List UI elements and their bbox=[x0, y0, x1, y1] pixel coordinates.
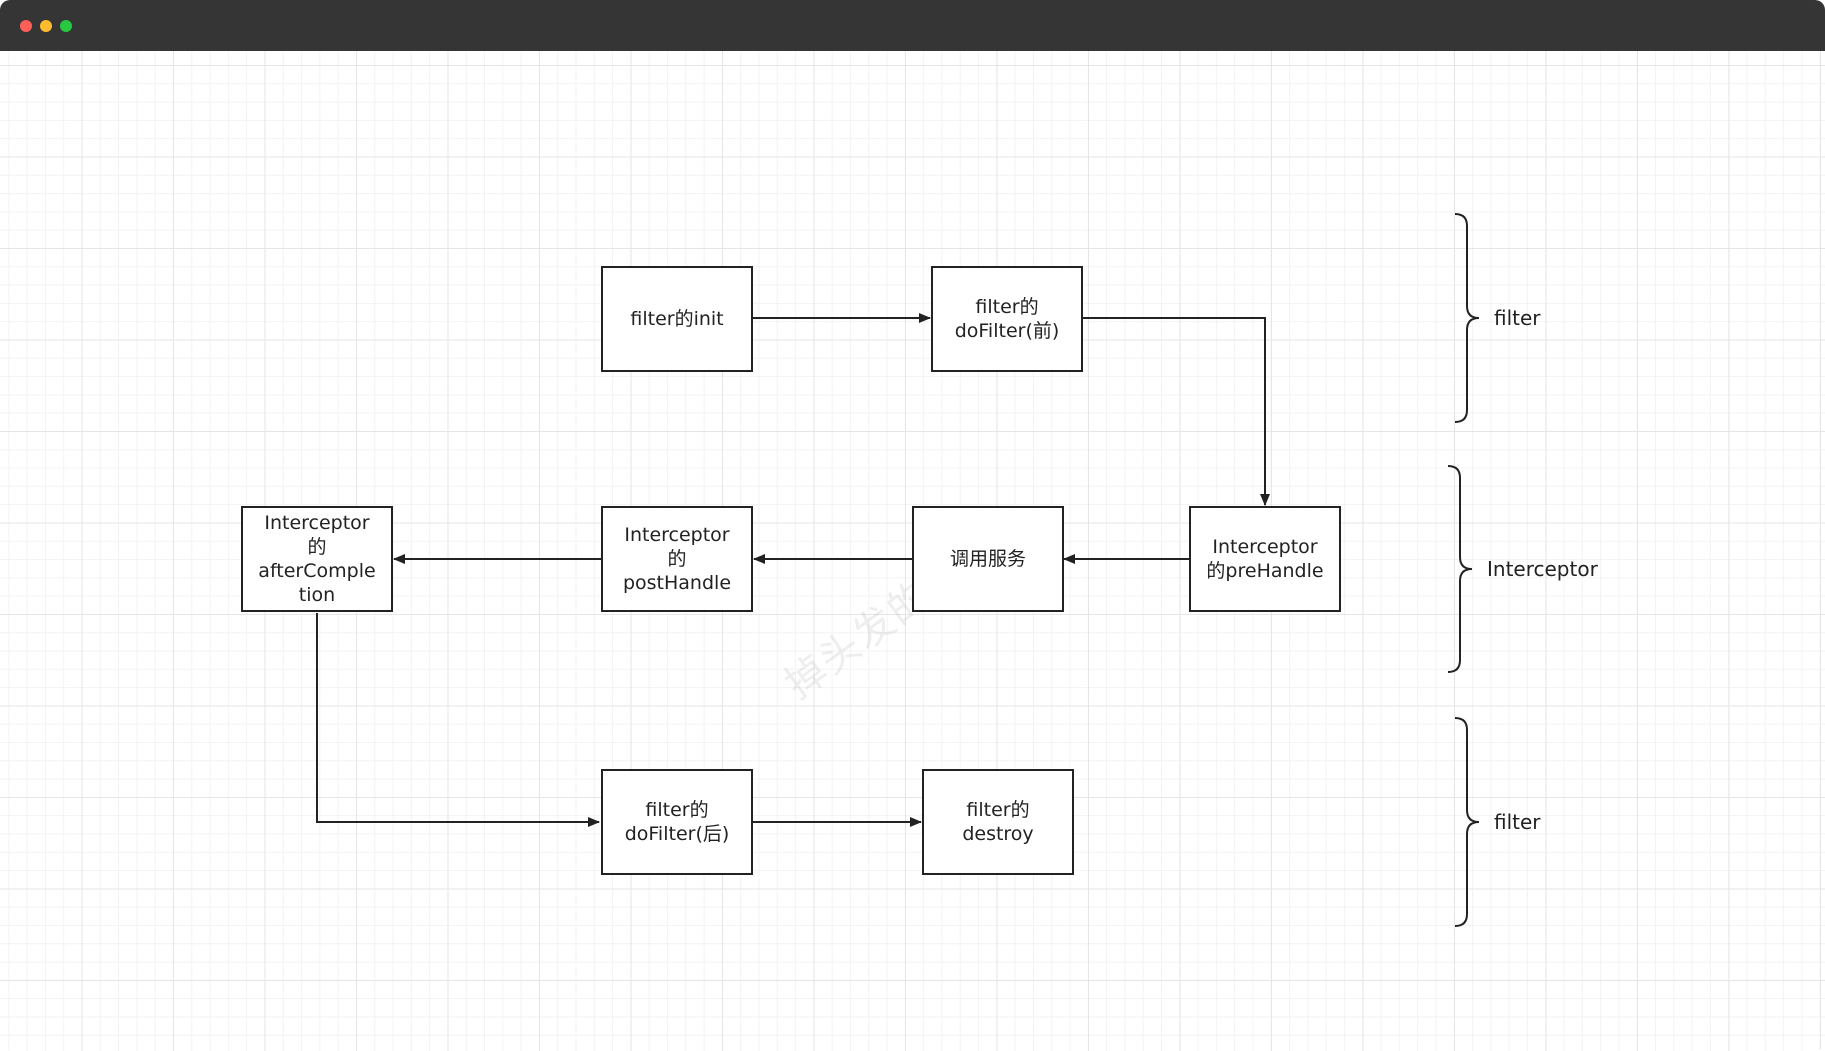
node-filter-dofilter-after[interactable]: filter的 doFilter(后) bbox=[601, 769, 753, 875]
node-label-line: destroy bbox=[962, 823, 1034, 845]
edge-aftercompletion-to-dofilter-after bbox=[316, 613, 600, 827]
node-label-line: filter的 bbox=[975, 296, 1039, 318]
node-label-line: 的 bbox=[307, 536, 327, 558]
node-interceptor-posthandle[interactable]: Interceptor 的 postHandle bbox=[601, 506, 753, 612]
node-label-line: postHandle bbox=[622, 572, 732, 594]
node-label-line: 的preHandle bbox=[1206, 560, 1324, 582]
minimize-window-button[interactable] bbox=[40, 20, 52, 32]
edge-dofilter-before-to-prehandle bbox=[1082, 317, 1270, 506]
maximize-window-button[interactable] bbox=[60, 20, 72, 32]
close-window-button[interactable] bbox=[20, 20, 32, 32]
node-filter-dofilter-before[interactable]: filter的 doFilter(前) bbox=[931, 266, 1083, 372]
brace-top bbox=[1454, 213, 1480, 423]
node-filter-init-label: filter的init bbox=[630, 308, 724, 330]
node-filter-destroy[interactable]: filter的 destroy bbox=[922, 769, 1074, 875]
node-interceptor-prehandle[interactable]: Interceptor 的preHandle bbox=[1189, 506, 1341, 612]
node-call-service[interactable]: 调用服务 bbox=[912, 506, 1064, 612]
node-interceptor-aftercompletion[interactable]: Interceptor 的 afterComple tion bbox=[241, 506, 393, 612]
node-label-line: 的 bbox=[667, 548, 687, 570]
diagram-canvas: 掉头发的王富贵 filter的init filter的 doFilter(前) … bbox=[0, 51, 1825, 1051]
node-call-service-label: 调用服务 bbox=[949, 548, 1026, 570]
group-label-filter-top: filter bbox=[1494, 306, 1541, 330]
node-label-line: filter的 bbox=[966, 799, 1030, 821]
node-label-line: Interceptor bbox=[1212, 536, 1318, 558]
brace-middle bbox=[1447, 465, 1473, 673]
node-label-line: afterComple bbox=[258, 560, 376, 582]
brace-bottom bbox=[1454, 717, 1480, 927]
group-label-filter-bottom: filter bbox=[1494, 810, 1541, 834]
node-label-line: filter的 bbox=[645, 799, 709, 821]
title-bar bbox=[0, 0, 1825, 51]
node-label-line: doFilter(前) bbox=[954, 320, 1060, 342]
node-filter-init[interactable]: filter的init bbox=[601, 266, 753, 372]
node-label-line: doFilter(后) bbox=[624, 823, 730, 845]
node-label-line: Interceptor bbox=[264, 512, 370, 534]
node-label-line: Interceptor bbox=[624, 524, 730, 546]
diagram-connectors bbox=[316, 213, 1480, 927]
node-label-line: tion bbox=[298, 584, 336, 606]
group-label-interceptor: Interceptor bbox=[1487, 557, 1598, 581]
